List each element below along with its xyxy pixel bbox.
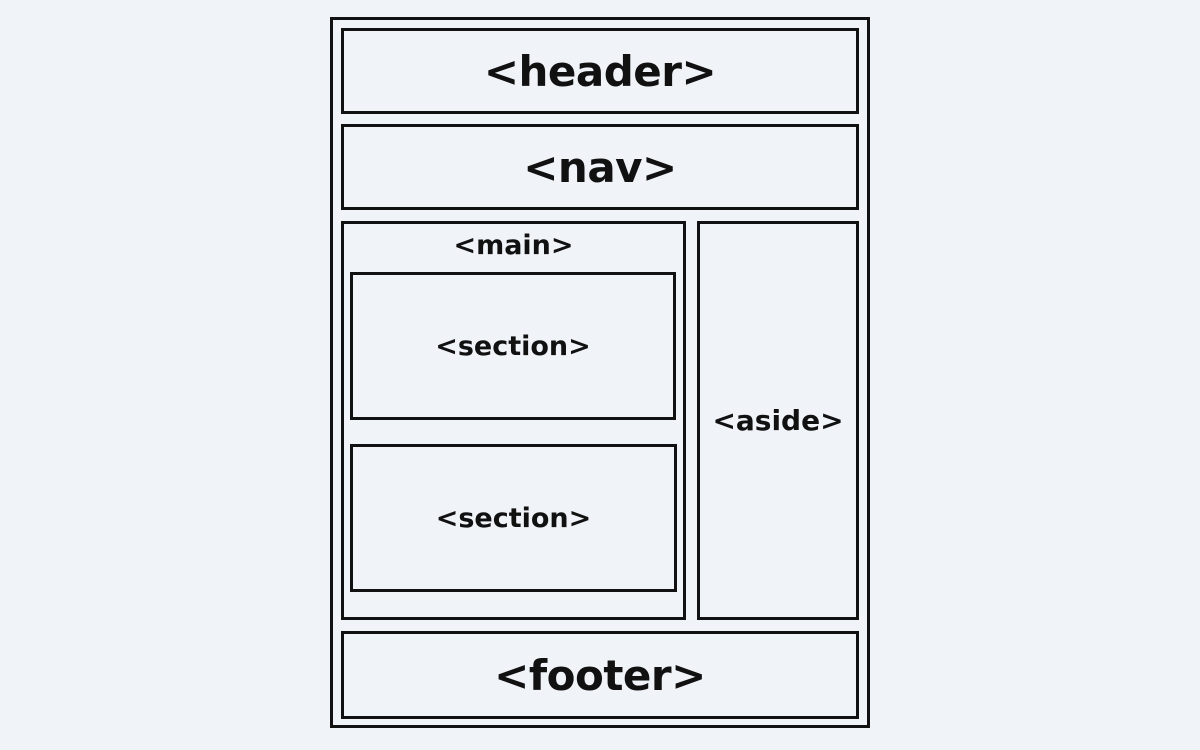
header-label: <header> — [483, 46, 717, 96]
footer-label: <footer> — [494, 650, 706, 700]
nav-label: <nav> — [523, 142, 677, 192]
section-block-1: <section> — [350, 272, 676, 420]
nav-block: <nav> — [341, 124, 859, 210]
page-layout-frame — [330, 17, 870, 728]
aside-block: <aside> — [697, 221, 859, 620]
aside-label: <aside> — [712, 404, 844, 437]
section-label-1: <section> — [435, 330, 591, 362]
header-block: <header> — [341, 28, 859, 114]
section-label-2: <section> — [435, 502, 592, 534]
main-block: <main> — [341, 221, 686, 620]
footer-block: <footer> — [341, 631, 859, 719]
main-label: <main> — [453, 230, 574, 261]
section-block-2: <section> — [350, 444, 677, 592]
